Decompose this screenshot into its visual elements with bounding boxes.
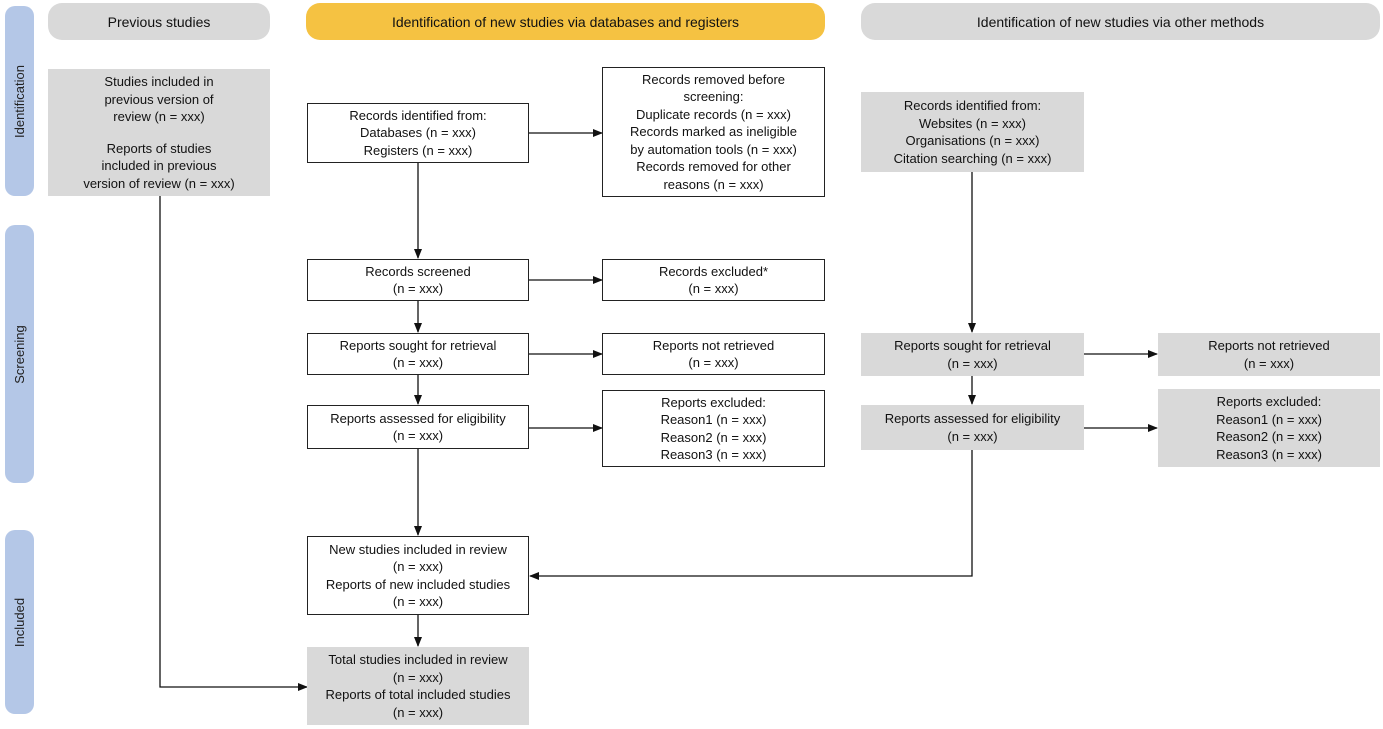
box-line: Records identified from: <box>349 107 487 123</box>
arrow-other-to-new-included <box>529 450 973 580</box>
phase-included: Included <box>5 530 34 714</box>
box-line: (n = xxx) <box>1243 355 1295 371</box>
other-records-identified-box: Records identified from: Websites (n = x… <box>861 92 1084 172</box>
box-line: (n = xxx) <box>688 355 739 370</box>
header-databases: Identification of new studies via databa… <box>306 3 825 40</box>
phase-included-label: Included <box>12 597 27 647</box>
box-line: Records screened <box>365 263 471 279</box>
box-line: version of review (n = xxx) <box>83 175 235 191</box>
box-line: Databases (n = xxx) <box>360 125 476 141</box>
box-line: Reason1 (n = xxx) <box>1216 411 1322 427</box>
box-line: reasons (n = xxx) <box>663 176 764 192</box>
header-other-methods: Identification of new studies via other … <box>861 3 1380 40</box>
box-line: Citation searching (n = xxx) <box>893 150 1052 166</box>
phase-identification-label: Identification <box>12 64 27 138</box>
other-reports-sought-box: Reports sought for retrieval (n = xxx) <box>861 333 1084 376</box>
box-line: Reports sought for retrieval <box>894 338 1051 353</box>
box-line: Records identified from: <box>903 98 1042 113</box>
db-reports-sought-box: Reports sought for retrieval (n = xxx) <box>307 333 529 375</box>
arrow-previous-to-total <box>159 196 308 691</box>
box-line: (n = xxx) <box>392 355 444 370</box>
box-line: (n = xxx) <box>947 355 998 371</box>
box-line: Reports sought for retrieval <box>339 337 497 353</box>
box-line: Reports assessed for eligibility <box>330 410 506 426</box>
box-line: Reports excluded: <box>1216 394 1322 409</box>
other-reports-excluded-box: Reports excluded: Reason1 (n = xxx) Reas… <box>1158 389 1380 467</box>
box-line: Reports of total included studies <box>325 687 511 702</box>
box-line: (n = xxx) <box>392 428 444 443</box>
box-line: Reports of studies <box>106 140 212 156</box>
box-line: Reason1 (n = xxx) <box>660 412 767 427</box>
box-line: Reports excluded: <box>661 394 766 410</box>
box-line: Registers (n = xxx) <box>363 142 473 158</box>
db-records-screened-box: Records screened (n = xxx) <box>307 259 529 301</box>
box-line: Reports not retrieved <box>652 337 775 353</box>
box-line: screening: <box>683 89 744 105</box>
header-databases-label: Identification of new studies via databa… <box>391 13 740 30</box>
db-reports-assessed-box: Reports assessed for eligibility (n = xx… <box>307 405 529 449</box>
box-line: Reason3 (n = xxx) <box>1216 446 1322 462</box>
box-line: previous version of <box>104 91 214 107</box>
box-line: Records removed for other <box>636 159 791 175</box>
total-studies-included-box: Total studies included in review (n = xx… <box>307 647 529 725</box>
box-line: (n = xxx) <box>392 704 444 720</box>
phase-screening: Screening <box>5 225 34 483</box>
header-previous-studies: Previous studies <box>48 3 270 40</box>
box-line: Duplicate records (n = xxx) <box>636 106 791 122</box>
previous-studies-box: Studies included in previous version of … <box>48 69 270 196</box>
box-line: Reason3 (n = xxx) <box>660 447 767 462</box>
db-records-excluded-box: Records excluded* (n = xxx) <box>602 259 825 301</box>
header-previous-label: Previous studies <box>107 13 211 30</box>
box-line: (n = xxx) <box>392 559 444 574</box>
box-line: (n = xxx) <box>392 594 444 609</box>
db-reports-not-retrieved-box: Reports not retrieved (n = xxx) <box>602 333 825 375</box>
box-line: by automation tools (n = xxx) <box>630 141 797 157</box>
box-line: Records removed before <box>641 71 786 87</box>
box-line: Studies included in <box>104 74 214 89</box>
box-line: Reports assessed for eligibility <box>884 411 1061 426</box>
box-line: Records marked as ineligible <box>630 124 797 140</box>
phase-screening-label: Screening <box>12 324 28 384</box>
db-reports-excluded-box: Reports excluded: Reason1 (n = xxx) Reas… <box>602 390 825 467</box>
box-line: Websites (n = xxx) <box>918 115 1027 131</box>
other-reports-assessed-box: Reports assessed for eligibility (n = xx… <box>861 405 1084 450</box>
box-line: Organisations (n = xxx) <box>905 133 1040 148</box>
header-other-label: Identification of new studies via other … <box>976 13 1265 30</box>
box-line: Records excluded* <box>658 263 769 279</box>
box-line: Reason2 (n = xxx) <box>1216 429 1322 444</box>
db-records-identified-box: Records identified from: Databases (n = … <box>307 103 529 163</box>
db-new-studies-included-box: New studies included in review (n = xxx)… <box>307 536 529 615</box>
box-line: Reports not retrieved <box>1208 338 1330 353</box>
box-line: New studies included in review <box>329 541 507 557</box>
db-records-removed-box: Records removed before screening: Duplic… <box>602 67 825 197</box>
box-line: included in previous <box>101 158 217 173</box>
box-line: review (n = xxx) <box>113 109 205 124</box>
box-line: (n = xxx) <box>392 281 444 296</box>
box-line: Reports of new included studies <box>325 576 511 592</box>
box-line: (n = xxx) <box>947 428 998 444</box>
box-line: Reason2 (n = xxx) <box>660 429 767 445</box>
phase-identification: Identification <box>5 6 34 196</box>
other-reports-not-retrieved-box: Reports not retrieved (n = xxx) <box>1158 333 1380 376</box>
box-line: (n = xxx) <box>688 281 739 296</box>
box-line: Total studies included in review <box>328 652 508 667</box>
box-line: (n = xxx) <box>392 669 444 685</box>
